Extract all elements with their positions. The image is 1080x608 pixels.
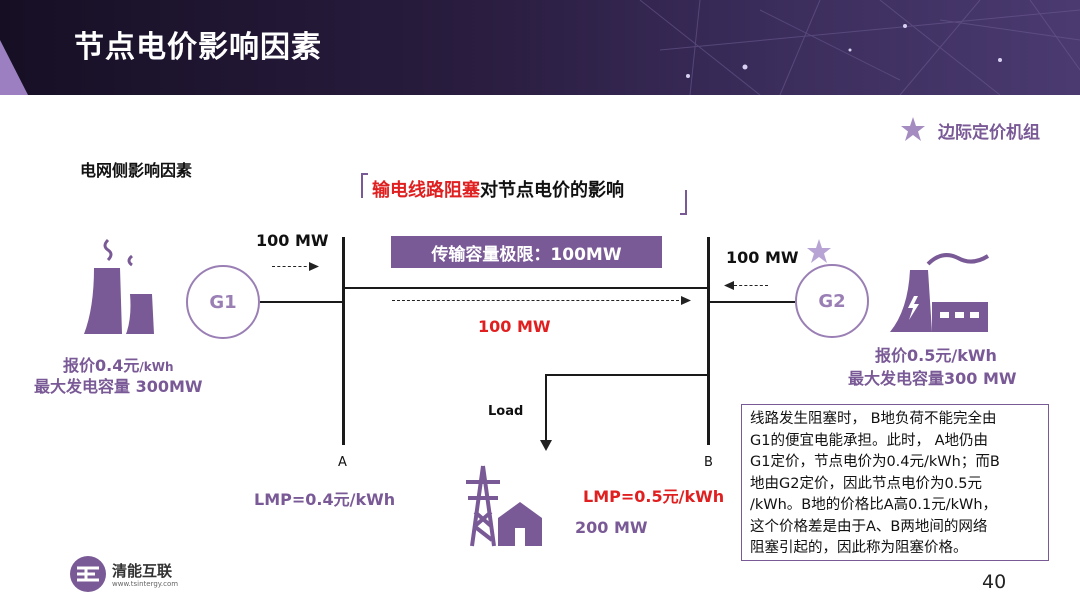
- header-banner: 节点电价影响因素: [0, 0, 1080, 95]
- explanation-line: G1定价，节点电价为0.4元/kWh；而B: [750, 454, 1000, 470]
- company-url: www.tsintergy.com: [112, 580, 179, 588]
- bracket-left-icon: [361, 173, 368, 198]
- load-label: Load: [488, 404, 524, 419]
- section-label: 电网侧影响因素: [80, 161, 193, 180]
- g2-flow-arrow: [734, 285, 768, 286]
- g1-bid-unit: /kWh: [139, 360, 174, 374]
- company-name: 清能互联: [112, 562, 173, 580]
- load-feeder-vertical: [545, 374, 547, 442]
- g1-bid-prefix: 报价0.4元: [63, 356, 140, 375]
- arrow-right-icon: [309, 262, 319, 271]
- g1-max-capacity: 最大发电容量 300MW: [34, 377, 203, 396]
- company-logo-icon: [70, 556, 106, 592]
- generator-g1: G1: [186, 265, 260, 339]
- g2-flow-label: 100 MW: [726, 248, 799, 267]
- bus-a-label: A: [338, 455, 347, 470]
- arrow-right-icon: [681, 296, 691, 305]
- page-number: 40: [982, 571, 1007, 593]
- explanation-line: 阻塞引起的，因此称为阻塞价格。: [750, 540, 968, 556]
- diagram-title-highlight: 输电线路阻塞: [372, 180, 480, 201]
- power-plant-icon: [84, 238, 154, 334]
- g2-bid: 报价0.5元/kWh: [875, 346, 997, 365]
- g1-flow-arrow: [272, 266, 312, 267]
- explanation-box: 线路发生阻塞时， B地负荷不能完全由 G1的便宜电能承担。此时， A地仍由 G1…: [741, 404, 1049, 561]
- load-demand: 200 MW: [575, 518, 648, 537]
- page-title: 节点电价影响因素: [74, 30, 322, 65]
- arrow-left-icon: [724, 281, 734, 290]
- g2-connection-line: [709, 301, 795, 303]
- transmission-tower-house-icon: [466, 465, 542, 547]
- load-feeder-horizontal: [545, 374, 709, 376]
- explanation-line: /kWh。B地的价格比A高0.1元/kWh，: [750, 497, 998, 513]
- lmp-a: LMP=0.4元/kWh: [254, 490, 396, 509]
- lmp-b: LMP=0.5元/kWh: [583, 487, 725, 506]
- g1-connection-line: [260, 301, 344, 303]
- generator-g2: G2: [795, 264, 869, 338]
- bracket-right-icon: [680, 190, 687, 215]
- transmission-line: [344, 287, 710, 289]
- factory-icon: [890, 253, 990, 332]
- line-flow-label: 100 MW: [478, 317, 551, 336]
- bus-b-label: B: [704, 455, 713, 470]
- g1-bid: 报价0.4元/kWh: [63, 352, 174, 376]
- bus-a-bar: [342, 237, 345, 445]
- corner-accent-shape: [0, 40, 28, 95]
- network-background-graphic: [639, 0, 1080, 95]
- diagram-title: 输电线路阻塞对节点电价的影响: [372, 176, 624, 202]
- line-flow-arrow: [392, 300, 684, 301]
- bus-b-bar: [707, 237, 710, 445]
- explanation-line: 地由G2定价，因此节点电价为0.5元: [750, 475, 983, 492]
- capacity-limit-box: 传输容量极限：100MW: [391, 236, 662, 268]
- explanation-line: G1的便宜电能承担。此时， A地仍由: [750, 432, 988, 449]
- marginal-star-icon: [807, 239, 831, 263]
- g2-max-capacity: 最大发电容量300 MW: [848, 369, 1017, 388]
- diagram-title-rest: 对节点电价的影响: [480, 180, 624, 201]
- legend-label: 边际定价机组: [938, 123, 1040, 143]
- g1-flow-label: 100 MW: [256, 231, 329, 250]
- explanation-line: 这个价格差是由于A、B两地间的网络: [750, 518, 988, 535]
- explanation-line: 线路发生阻塞时， B地负荷不能完全由: [750, 411, 997, 427]
- star-icon: [901, 117, 925, 141]
- arrow-down-icon: [540, 440, 552, 451]
